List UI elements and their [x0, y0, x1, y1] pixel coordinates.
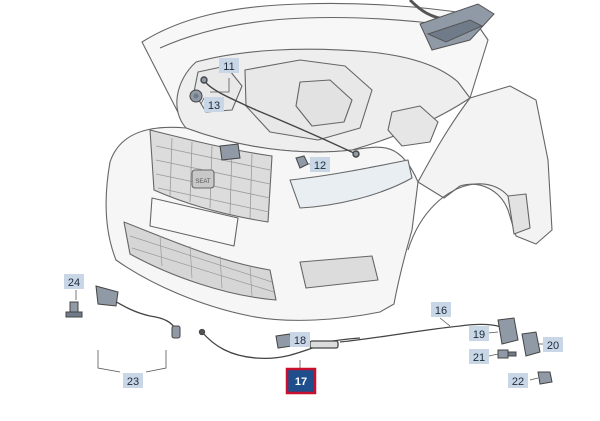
part-13-stopper: [189, 89, 203, 103]
part-21-bolt: [497, 349, 517, 359]
callout-11: 11: [219, 58, 239, 73]
svg-text:19: 19: [473, 329, 485, 341]
part-16-main-cable: [339, 323, 511, 343]
callout-19: 19: [469, 326, 489, 341]
license-plate-area: [149, 197, 239, 247]
headlight: [289, 159, 413, 209]
svg-text:20: 20: [547, 340, 559, 352]
strut-tower-right: [387, 105, 439, 147]
part-23-lever: [95, 285, 119, 307]
cable-connector-sleeve: [309, 340, 339, 349]
callout-22: 22: [508, 373, 528, 388]
part-11-prop-rod: [200, 76, 360, 158]
hood-latch-detail: [426, 19, 484, 43]
hood-latch: [219, 143, 241, 161]
lower-grille-mesh: [129, 235, 275, 297]
svg-text:23: 23: [127, 376, 139, 388]
callout-20: 20: [543, 337, 563, 352]
fog-light-recess: [299, 255, 379, 289]
callout-16: 16: [431, 302, 451, 317]
intake-manifold: [295, 79, 353, 127]
part-22-nut: [537, 371, 553, 385]
svg-text:11: 11: [223, 61, 234, 73]
svg-text:16: 16: [435, 305, 447, 317]
callout-17-highlighted[interactable]: 17: [285, 367, 317, 395]
svg-text:13: 13: [208, 100, 220, 112]
callout-labels: 11 13 12 24 23 16 18 17: [64, 58, 563, 395]
callout-23: 23: [123, 373, 143, 388]
svg-text:21: 21: [473, 352, 485, 364]
svg-text:12: 12: [314, 160, 326, 172]
callout-13: 13: [204, 97, 224, 112]
svg-text:22: 22: [512, 376, 524, 388]
part-19-bracket: [497, 317, 519, 345]
part-24-screw: [65, 301, 83, 318]
svg-text:18: 18: [294, 335, 306, 347]
callout-18: 18: [290, 332, 310, 347]
callout-24: 24: [64, 274, 84, 289]
svg-text:17: 17: [295, 376, 307, 388]
part-20-latch: [521, 331, 541, 357]
part-23-cable-end: [171, 325, 181, 339]
part-17-front-cable: [201, 331, 319, 360]
callout-21: 21: [469, 349, 489, 364]
brand-badge: SEAT: [195, 179, 211, 185]
part-18-clip: [275, 333, 293, 349]
part-23-left-cable: [105, 295, 177, 331]
brand-badge-plate: [191, 169, 215, 189]
release-cable-assembly: [105, 295, 511, 360]
hood-inner-edge: [159, 16, 456, 49]
callout-12: 12: [310, 157, 330, 172]
svg-text:24: 24: [68, 277, 80, 289]
fender-bracket: [507, 193, 531, 235]
hood-strut-assembly: [408, 0, 495, 51]
